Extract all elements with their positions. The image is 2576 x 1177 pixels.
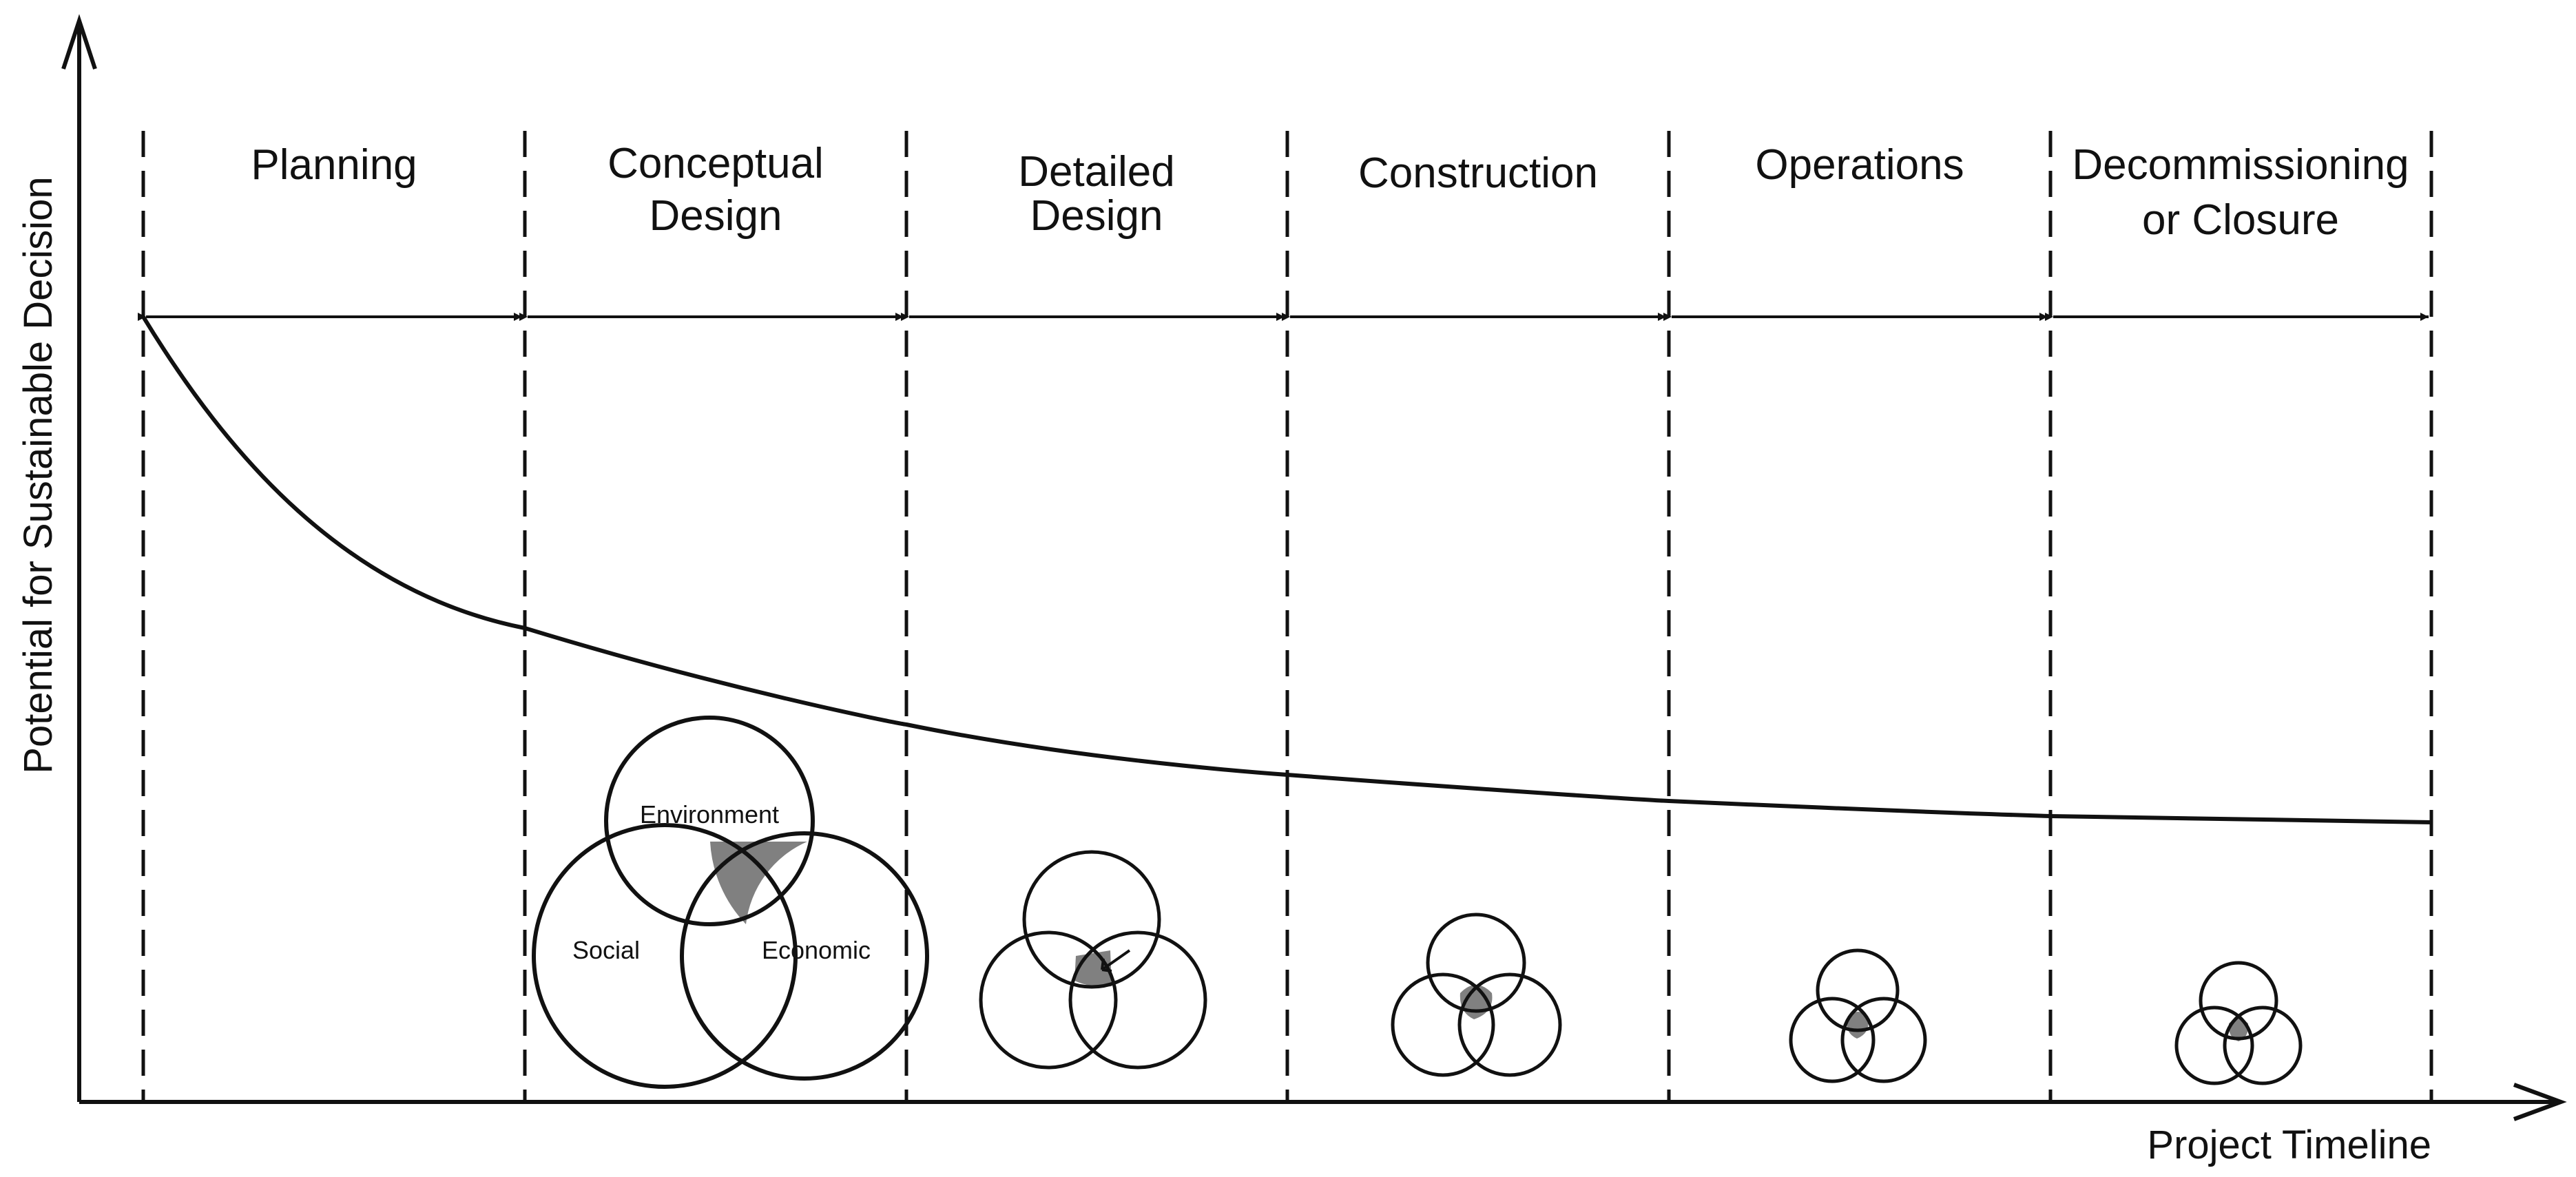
venn-group: Environment Social Economic bbox=[532, 716, 2303, 1089]
venn-label-social: Social bbox=[572, 936, 640, 964]
phase-construction-label: Construction bbox=[1358, 149, 1598, 197]
venn-circle bbox=[1391, 972, 1495, 1077]
phase-conceptual-label-2: Design bbox=[650, 192, 782, 240]
phase-decommissioning-label: Decommissioning bbox=[2072, 141, 2409, 189]
venn-circle bbox=[2174, 1006, 2254, 1085]
phase-conceptual-label: Conceptual bbox=[607, 140, 824, 187]
y-axis-arrowhead bbox=[61, 14, 97, 70]
x-axis-arrowhead bbox=[2513, 1083, 2567, 1121]
venn-circle bbox=[1457, 972, 1562, 1077]
phase-dividers bbox=[141, 131, 2433, 1102]
venn-label-environment: Environment bbox=[640, 800, 779, 829]
venn-circle-social bbox=[532, 823, 798, 1089]
venn-circle-economic bbox=[680, 831, 929, 1081]
venn-detailed bbox=[979, 850, 1207, 1070]
venn-circle bbox=[2199, 961, 2278, 1041]
venn-overlap-shading bbox=[710, 842, 807, 924]
phase-planning-label: Planning bbox=[251, 141, 417, 189]
venn-overlap-shading bbox=[2228, 1019, 2249, 1041]
venn-circle bbox=[1022, 850, 1161, 989]
venn-overlap-shading bbox=[1847, 1012, 1869, 1039]
phase-labels: Planning Conceptual Design Detailed Desi… bbox=[251, 140, 2409, 244]
venn-conceptual: Environment Social Economic bbox=[532, 716, 929, 1089]
y-axis-label: Potential for Sustainable Decision bbox=[16, 176, 61, 773]
venn-circle bbox=[1816, 948, 1900, 1032]
x-axis-label: Project Timeline bbox=[2147, 1123, 2431, 1167]
potential-curve bbox=[141, 315, 2432, 824]
venn-circle bbox=[1426, 913, 1526, 1013]
venn-overlap-shading bbox=[1074, 950, 1112, 987]
phase-operations-label: Operations bbox=[1755, 141, 1964, 189]
venn-circle bbox=[1840, 997, 1927, 1083]
venn-operations bbox=[1789, 948, 1927, 1083]
venn-circle bbox=[1789, 997, 1876, 1083]
venn-label-economic: Economic bbox=[762, 936, 871, 964]
venn-circle-environment bbox=[604, 716, 815, 926]
shrink-arrow bbox=[1101, 949, 1131, 972]
venn-circle bbox=[1068, 930, 1207, 1070]
phase-decommissioning-label-2: or Closure bbox=[2142, 196, 2339, 244]
venn-decommissioning bbox=[2174, 961, 2303, 1085]
venn-circle bbox=[2223, 1006, 2303, 1085]
venn-circle bbox=[979, 930, 1118, 1070]
axes bbox=[61, 14, 2567, 1121]
venn-construction bbox=[1391, 913, 1562, 1077]
phase-detailed-label-2: Design bbox=[1030, 192, 1163, 240]
phase-detailed-label: Detailed bbox=[1018, 148, 1174, 196]
